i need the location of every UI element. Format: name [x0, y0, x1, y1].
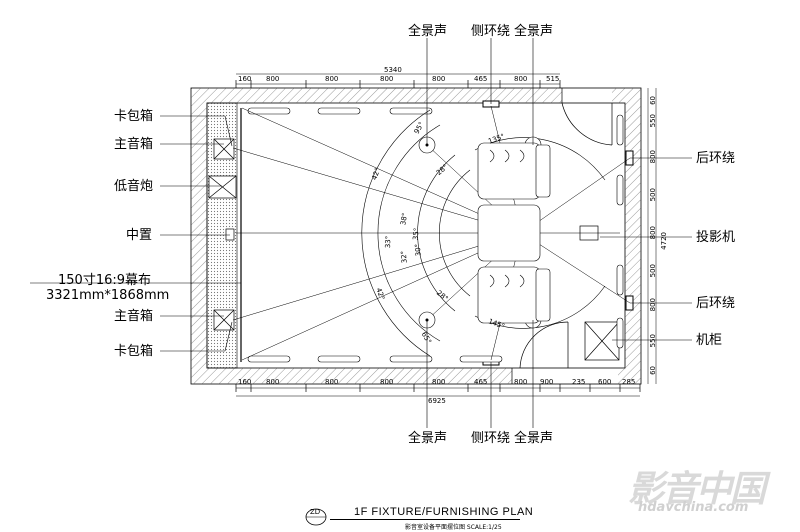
leader-lines — [30, 38, 692, 428]
dim-bottom-seg: 800 — [266, 378, 280, 386]
dim-bottom-seg: 800 — [380, 378, 394, 386]
angle-label: 30° — [413, 243, 423, 257]
dim-top-total: 5340 — [384, 66, 402, 74]
dim-bottom-seg: 285 — [622, 378, 636, 386]
seating — [477, 142, 551, 324]
dim-top-seg: 465 — [474, 75, 488, 83]
drawing-subtitle: 影音室设备平面摆位图 SCALE:1/25 — [405, 524, 502, 531]
dim-bottom-seg: 465 — [474, 378, 488, 386]
label-rear-surround-bottom: 后环绕 — [696, 296, 736, 311]
dim-right-seg: 500 — [649, 188, 657, 202]
label-atmos-top-left: 全景声 — [408, 24, 448, 39]
dim-bottom-seg: 900 — [540, 378, 554, 386]
dim-bottom-seg: 235 — [572, 378, 586, 386]
dim-right-seg: 800 — [649, 150, 657, 164]
dim-right-seg: 800 — [649, 226, 657, 240]
angle-label: 35° — [411, 227, 421, 241]
title-badge-circle — [305, 508, 327, 526]
dim-top-seg: 800 — [266, 75, 280, 83]
doors — [511, 88, 613, 384]
label-screen: 150寸16:9幕布 — [58, 273, 152, 288]
label-card-box-bottom: 卡包箱 — [114, 344, 154, 359]
dimension-lines — [236, 73, 657, 397]
dim-top-seg: 800 — [514, 75, 528, 83]
dim-bottom-seg: 600 — [598, 378, 612, 386]
dim-top-seg: 515 — [546, 75, 560, 83]
wall-lights — [247, 107, 624, 363]
dim-right-seg: 550 — [649, 334, 657, 348]
label-center: 中置 — [126, 228, 153, 243]
label-cabinet: 机柜 — [696, 333, 723, 348]
watermark-logo: 影音中国 — [628, 469, 766, 510]
dim-right-seg: 550 — [649, 114, 657, 128]
label-projector: 投影机 — [696, 230, 736, 245]
label-main-speaker-bottom: 主音箱 — [114, 309, 154, 324]
angle-label: 32° — [399, 250, 409, 264]
label-atmos-bottom-left: 全景声 — [408, 431, 448, 446]
dim-bottom-seg: 160 — [238, 378, 252, 386]
dim-right-total: 4720 — [660, 232, 668, 250]
watermark-url: hdavchina.com — [638, 500, 749, 515]
dim-right-seg: 800 — [649, 298, 657, 312]
title-badge: ZD — [310, 508, 321, 516]
center-speaker — [225, 228, 235, 241]
dim-right-seg: 500 — [649, 264, 657, 278]
label-side-surround-top: 侧环绕 — [471, 24, 511, 39]
dim-bottom-seg: 800 — [514, 378, 528, 386]
drawing-title: 1F FIXTURE/FURNISHING PLAN — [354, 506, 534, 518]
dim-bottom-total: 6925 — [428, 397, 446, 405]
label-rear-surround-top: 后环绕 — [696, 151, 736, 166]
label-subwoofer: 低音炮 — [114, 179, 154, 194]
dimension-ticks — [235, 80, 641, 392]
label-atmos-top-right: 全景声 — [514, 24, 554, 39]
dim-right-seg: 60 — [649, 366, 657, 375]
label-screen-size: 3321mm*1868mm — [46, 288, 170, 303]
dim-top-seg: 800 — [380, 75, 394, 83]
label-card-box-top: 卡包箱 — [114, 109, 154, 124]
label-side-surround-bottom: 侧环绕 — [471, 431, 511, 446]
title-underline — [330, 519, 520, 520]
dim-top-seg: 800 — [325, 75, 339, 83]
dim-bottom-seg: 800 — [325, 378, 339, 386]
dim-right-seg: 60 — [649, 96, 657, 105]
label-main-speaker-top: 主音箱 — [114, 137, 154, 152]
label-atmos-bottom-right: 全景声 — [514, 431, 554, 446]
dim-bottom-seg: 800 — [432, 378, 446, 386]
dim-top-seg: 160 — [238, 75, 252, 83]
angle-label: 33° — [383, 235, 393, 249]
dim-top-seg: 800 — [432, 75, 446, 83]
